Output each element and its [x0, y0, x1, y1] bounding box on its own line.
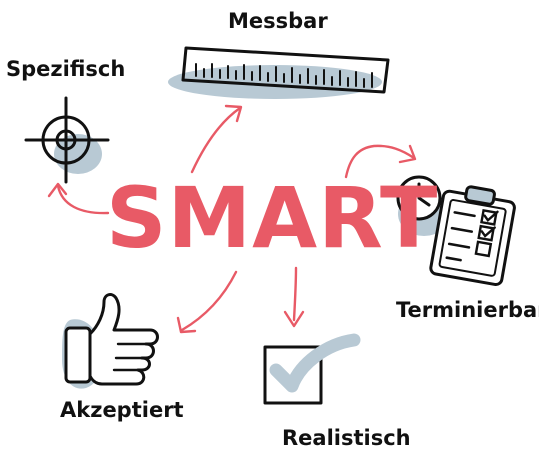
arrow-to-realistisch: [283, 266, 305, 328]
arrow-to-terminierbar: [344, 144, 417, 179]
thumbs-up-icon: [62, 293, 159, 389]
label-terminierbar: Terminierbar: [396, 298, 539, 322]
center-title-smart: SMART: [106, 169, 439, 267]
label-spezifisch: Spezifisch: [6, 57, 126, 81]
clock-clipboard-icon: [396, 175, 516, 287]
arrow-to-akzeptiert: [176, 270, 238, 334]
label-realistisch: Realistisch: [282, 426, 411, 450]
label-messbar: Messbar: [228, 9, 328, 33]
crosshair-icon: [24, 96, 110, 184]
label-akzeptiert: Akzeptiert: [60, 398, 184, 422]
arrow-to-spezifisch: [47, 182, 110, 215]
arrow-to-messbar: [190, 104, 243, 174]
ruler-icon: [168, 46, 390, 99]
checkbox-check-icon: [263, 333, 361, 405]
